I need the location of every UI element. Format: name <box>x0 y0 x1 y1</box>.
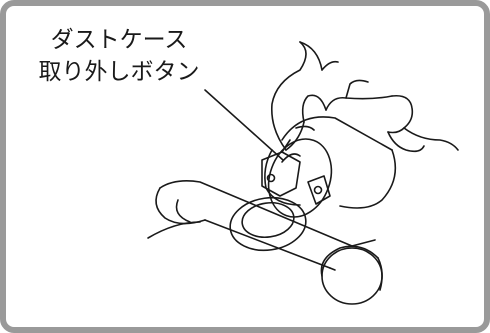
hand-icon <box>270 41 459 163</box>
roller-right <box>320 245 383 305</box>
callout-label-line-1: ダストケース <box>50 27 188 53</box>
dust-case-body <box>264 116 397 218</box>
screw-right <box>313 185 323 195</box>
callout-label: ダストケース 取り外しボタン <box>14 24 224 88</box>
callout-label-line-2: 取り外しボタン <box>38 59 200 85</box>
roller-left <box>229 196 307 252</box>
release-button <box>261 139 331 205</box>
film-sheet <box>147 180 376 271</box>
callout-leader-line <box>204 89 284 161</box>
screw-left <box>266 173 276 183</box>
